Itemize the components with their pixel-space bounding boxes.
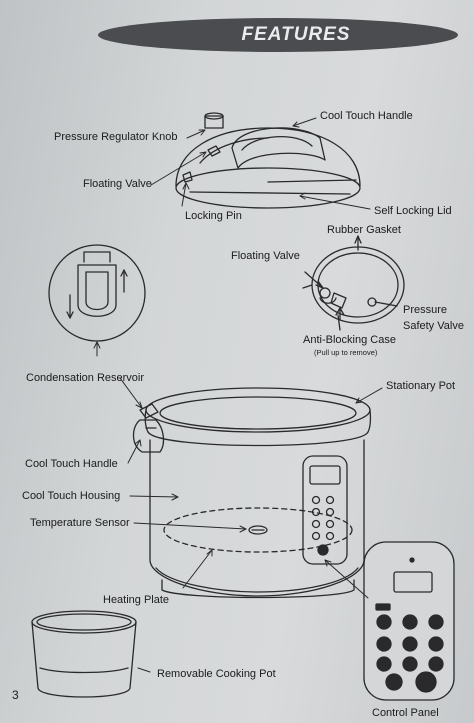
label-removable-cooking-pot: Removable Cooking Pot [157,668,276,680]
page-number: 3 [12,688,19,702]
label-pull-up-to-remove: (Pull up to remove) [314,348,378,357]
cooker-body-illustration [134,388,371,598]
condensation-reservoir-detail [49,245,145,341]
label-heating-plate: Heating Plate [103,594,170,606]
label-floating-valve-gasket: Floating Valve [231,250,300,262]
label-condensation-reservoir: Condensation Reservoir [26,372,145,384]
label-pressure-regulator-knob: Pressure Regulator Knob [54,131,178,143]
label-rubber-gasket: Rubber Gasket [327,224,401,236]
label-cool-touch-handle-body: Cool Touch Handle [25,458,118,470]
label-pressure: Pressure [403,304,448,316]
leader-lines [94,118,382,672]
lid-illustration [176,113,360,208]
control-panel-illustration [364,542,454,700]
removable-pot-illustration [32,611,136,697]
label-cool-touch-housing: Cool Touch Housing [22,490,121,502]
label-temperature-sensor: Temperature Sensor [30,517,130,529]
label-floating-valve-lid: Floating Valve [83,178,152,190]
label-control-panel: Control Panel [372,707,439,719]
page-title: FEATURES [241,24,351,45]
label-self-locking-lid: Self Locking Lid [374,205,452,217]
label-locking-pin: Locking Pin [185,210,242,222]
label-stationary-pot: Stationary Pot [386,380,456,392]
gasket-detail [303,236,404,330]
label-safety-valve: Safety Valve [403,320,464,332]
label-anti-blocking-case: Anti-Blocking Case [303,334,396,346]
features-banner: FEATURES [98,18,458,52]
label-cool-touch-handle-lid: Cool Touch Handle [320,110,413,122]
